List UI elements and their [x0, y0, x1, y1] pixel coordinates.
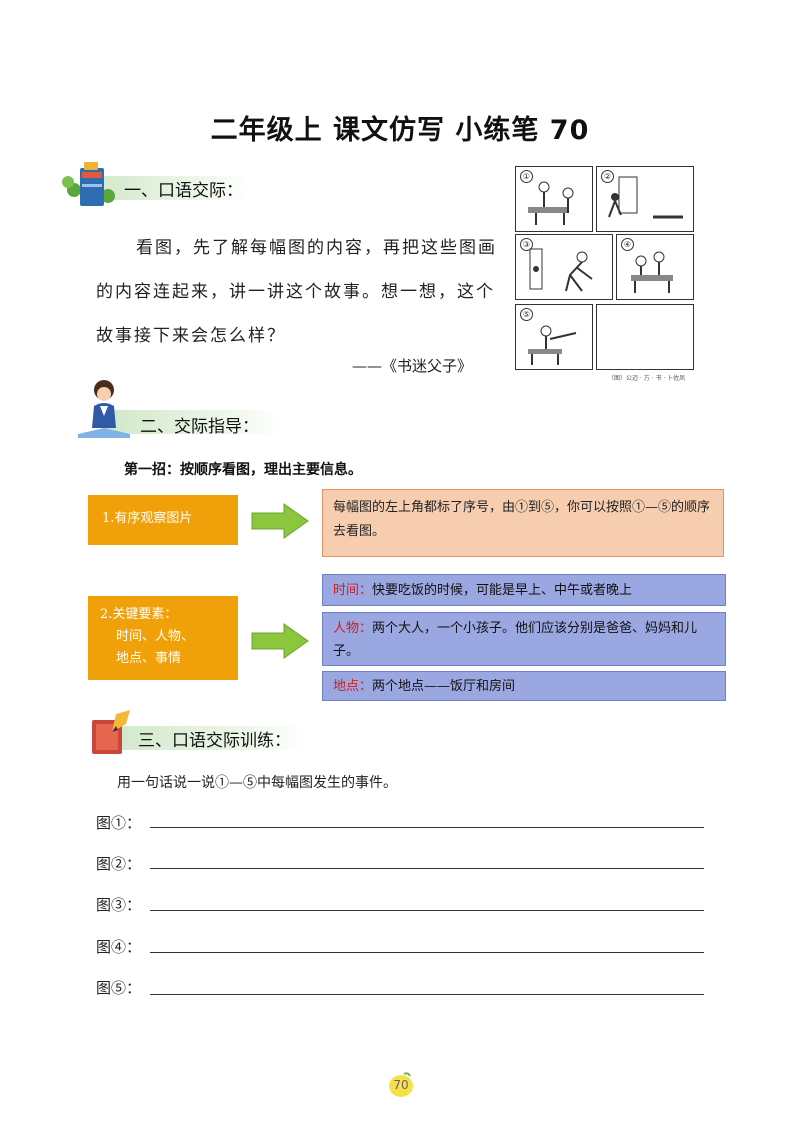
bending-adult-illustration	[529, 248, 593, 292]
key-elements-box: 2.关键要素： 时间、人物、 地点、事情	[88, 596, 238, 680]
source-title: ——《书迷父子》	[352, 357, 473, 375]
answer-line-4[interactable]	[150, 952, 704, 953]
answer-label-3: 图③：	[96, 896, 142, 914]
page-title: 二年级上 课文仿写 小练笔 70	[210, 115, 590, 146]
answer-line-5[interactable]	[150, 994, 704, 995]
teacher-icon	[78, 380, 130, 438]
answer-label-1: 图①：	[96, 814, 142, 832]
observe-pictures-box: 1.有序观察图片	[88, 495, 238, 545]
place-box: 地点：两个地点——饭厅和房间	[322, 671, 726, 701]
key-elements-line-2: 时间、人物、	[116, 629, 195, 644]
panel-number: ④	[621, 238, 634, 251]
pointing-adult-illustration	[528, 325, 577, 365]
observe-detail-text: 每幅图的左上角都标了序号，由①到⑤，你可以按照①—⑤的顺序去看图。	[333, 500, 711, 539]
panel-number: ①	[520, 170, 533, 183]
panel-number: ⑤	[520, 308, 533, 321]
arrow-right-icon	[251, 623, 309, 659]
answer-label-4: 图④：	[96, 938, 142, 956]
table-illustration	[631, 251, 673, 293]
observe-pictures-label: 1.有序观察图片	[102, 511, 193, 526]
section-band	[102, 410, 280, 434]
comic-panel-3: ③	[515, 234, 613, 300]
page-number: 70	[393, 1078, 409, 1092]
comic-panel-4: ④	[616, 234, 694, 300]
answer-line-1[interactable]	[150, 827, 704, 828]
section-1-title: 一、口语交际：	[124, 181, 243, 201]
comic-panel-empty	[596, 304, 694, 370]
family-table-illustration	[528, 181, 574, 225]
guide-tip: 第一招：按顺序看图，理出主要信息。	[124, 462, 362, 478]
answer-line-3[interactable]	[150, 910, 704, 911]
practice-instruction: 用一句话说一说①—⑤中每幅图发生的事件。	[117, 775, 397, 791]
page-number-badge: 70	[388, 1072, 414, 1098]
panel-number: ②	[601, 170, 614, 183]
answer-label-2: 图②：	[96, 855, 142, 873]
observe-detail-box: 每幅图的左上角都标了序号，由①到⑤，你可以按照①—⑤的顺序去看图。	[322, 489, 724, 557]
door-illustration	[608, 176, 683, 219]
time-text: 快要吃饭的时候，可能是早上、中午或者晚上	[372, 583, 633, 598]
key-elements-line-3: 地点、事情	[116, 651, 182, 666]
time-box: 时间：快要吃饭的时候，可能是早上、中午或者晚上	[322, 574, 726, 606]
section-1-header: 一、口语交际：	[60, 160, 260, 210]
comic-credit: （图）公迈 · 方 · 书 · 卜佐凤	[608, 375, 686, 382]
comic-panel-2: ②	[596, 166, 694, 232]
comic-panel-1: ①	[515, 166, 593, 232]
place-label: 地点：	[333, 679, 373, 694]
book-pencil-icon	[92, 710, 130, 754]
people-box: 人物：两个大人，一个小孩子。他们应该分别是爸爸、妈妈和儿子。	[322, 612, 726, 666]
section-2-header: 二、交际指导：	[74, 376, 294, 440]
comic-panel-5: ⑤	[515, 304, 593, 370]
place-text: 两个地点——饭厅和房间	[372, 679, 516, 694]
section-3-header: 三、口语交际训练：	[86, 710, 326, 760]
intro-text: 看图，先了解每幅图的内容，再把这些图画的内容连起来，讲一讲这个故事。想一想，这个…	[96, 238, 497, 346]
section-band	[106, 726, 306, 750]
books-icon	[62, 162, 115, 206]
lemon-icon	[389, 1072, 413, 1097]
answer-line-2[interactable]	[150, 868, 704, 869]
people-label: 人物：	[333, 621, 373, 636]
time-label: 时间：	[333, 583, 373, 598]
intro-paragraph: 看图，先了解每幅图的内容，再把这些图画的内容连起来，讲一讲这个故事。想一想，这个…	[96, 226, 502, 358]
panel-number: ③	[520, 238, 533, 251]
answer-label-5: 图⑤：	[96, 979, 142, 997]
section-3-title: 三、口语交际训练：	[138, 731, 291, 751]
key-elements-line-1: 2.关键要素：	[100, 607, 178, 622]
people-text: 两个大人，一个小孩子。他们应该分别是爸爸、妈妈和儿子。	[333, 621, 698, 659]
section-2-title: 二、交际指导：	[140, 417, 259, 437]
arrow-right-icon	[251, 503, 309, 539]
